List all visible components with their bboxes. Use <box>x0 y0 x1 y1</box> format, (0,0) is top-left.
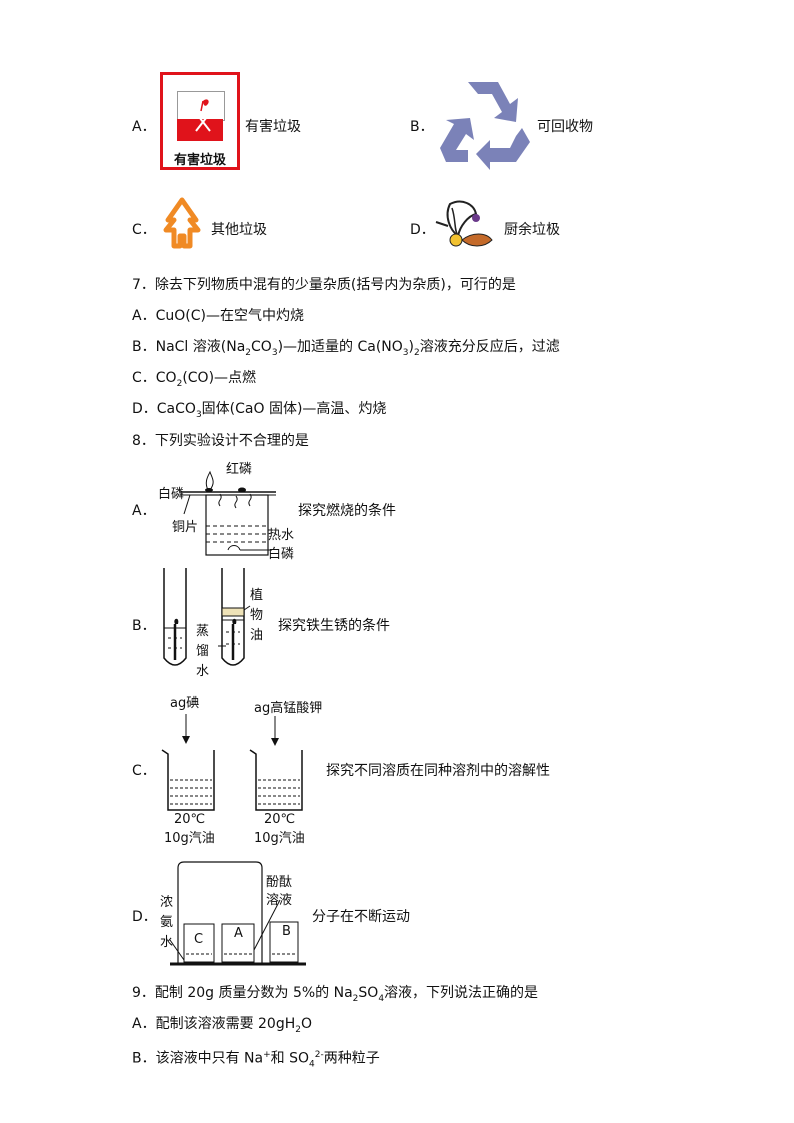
option-d-letter: D． <box>410 222 435 238</box>
distilled-water-label: 蒸馏水 <box>196 624 210 679</box>
q7-option-c: C．CO2(CO)—点燃 <box>132 370 257 389</box>
q8c-desc: 探究不同溶质在同种溶剂中的溶解性 <box>326 763 550 779</box>
phenolphthalein-label: 酚酞 溶液 <box>266 875 293 908</box>
q8b-letter: B． <box>132 618 156 634</box>
recycle-icon <box>440 82 530 170</box>
solubility-beakers <box>161 714 303 811</box>
iodine-label: ag碘 <box>170 696 200 711</box>
white-phosphorus-top-label: 白磷 <box>158 487 185 502</box>
rust-test-tubes <box>163 568 251 666</box>
other-waste-icon <box>163 197 201 249</box>
q9-stem: 9．配制 20g 质量分数为 5%的 Na2SO4溶液，下列说法正确的是 <box>132 985 539 1004</box>
option-d-text: 厨余垃极 <box>504 222 560 238</box>
q8d-letter: D． <box>132 909 157 925</box>
solvent-label-1: 10g汽油 <box>164 831 215 846</box>
beaker-a-label: A <box>234 926 243 941</box>
hot-water-label: 热水 <box>268 528 295 543</box>
beaker-c-label: C <box>194 932 204 947</box>
solvent-label-2: 10g汽油 <box>254 831 305 846</box>
ammonia-label: 浓氨水 <box>160 895 174 950</box>
option-c-letter: C． <box>132 222 156 238</box>
q8c-letter: C． <box>132 763 156 779</box>
option-b-letter: B． <box>410 119 434 135</box>
copper-sheet-label: 铜片 <box>172 520 199 535</box>
combustion-apparatus <box>180 470 276 556</box>
q7-stem: 7．除去下列物质中混有的少量杂质(括号内为杂质)，可行的是 <box>132 277 516 293</box>
kitchen-waste-icon <box>435 200 493 247</box>
q8a-letter: A． <box>132 503 156 519</box>
option-a-letter: A． <box>132 119 156 135</box>
q8a-desc: 探究燃烧的条件 <box>298 503 396 519</box>
q9-option-b: B．该溶液中只有 Na+和 SO42-两种粒子 <box>132 1050 380 1070</box>
q7-option-d: D．CaCO3固体(CaO 固体)—高温、灼烧 <box>132 401 387 420</box>
q7-option-b: B．NaCl 溶液(Na2CO3)—加适量的 Ca(NO3)2溶液充分反应后，过… <box>132 339 560 358</box>
temp-label-2: 20℃ <box>264 812 296 827</box>
red-phosphorus-label: 红磷 <box>226 462 253 477</box>
temp-label-1: 20℃ <box>174 812 206 827</box>
option-a-text: 有害垃圾 <box>245 119 301 135</box>
molecular-motion-apparatus <box>169 861 306 966</box>
q8b-desc: 探究铁生锈的条件 <box>278 618 390 634</box>
q8d-desc: 分子在不断运动 <box>312 909 410 925</box>
crossed-bin-icon <box>195 99 211 132</box>
option-b-text: 可回收物 <box>537 119 593 135</box>
harmful-sign-label: 有害垃圾 <box>173 153 226 168</box>
white-phosphorus-bottom-label: 白磷 <box>268 547 295 562</box>
beaker-b-label: B <box>282 924 291 939</box>
q9-option-a: A．配制该溶液需要 20gH2O <box>132 1016 313 1035</box>
q8-stem: 8．下列实验设计不合理的是 <box>132 433 309 449</box>
harmful-waste-sign: 有害垃圾 <box>160 72 240 170</box>
permanganate-label: ag高锰酸钾 <box>254 701 323 716</box>
option-c-text: 其他垃圾 <box>211 222 267 238</box>
vegetable-oil-label: 植物油 <box>250 588 264 643</box>
q7-option-a: A．CuO(C)—在空气中灼烧 <box>132 308 304 324</box>
